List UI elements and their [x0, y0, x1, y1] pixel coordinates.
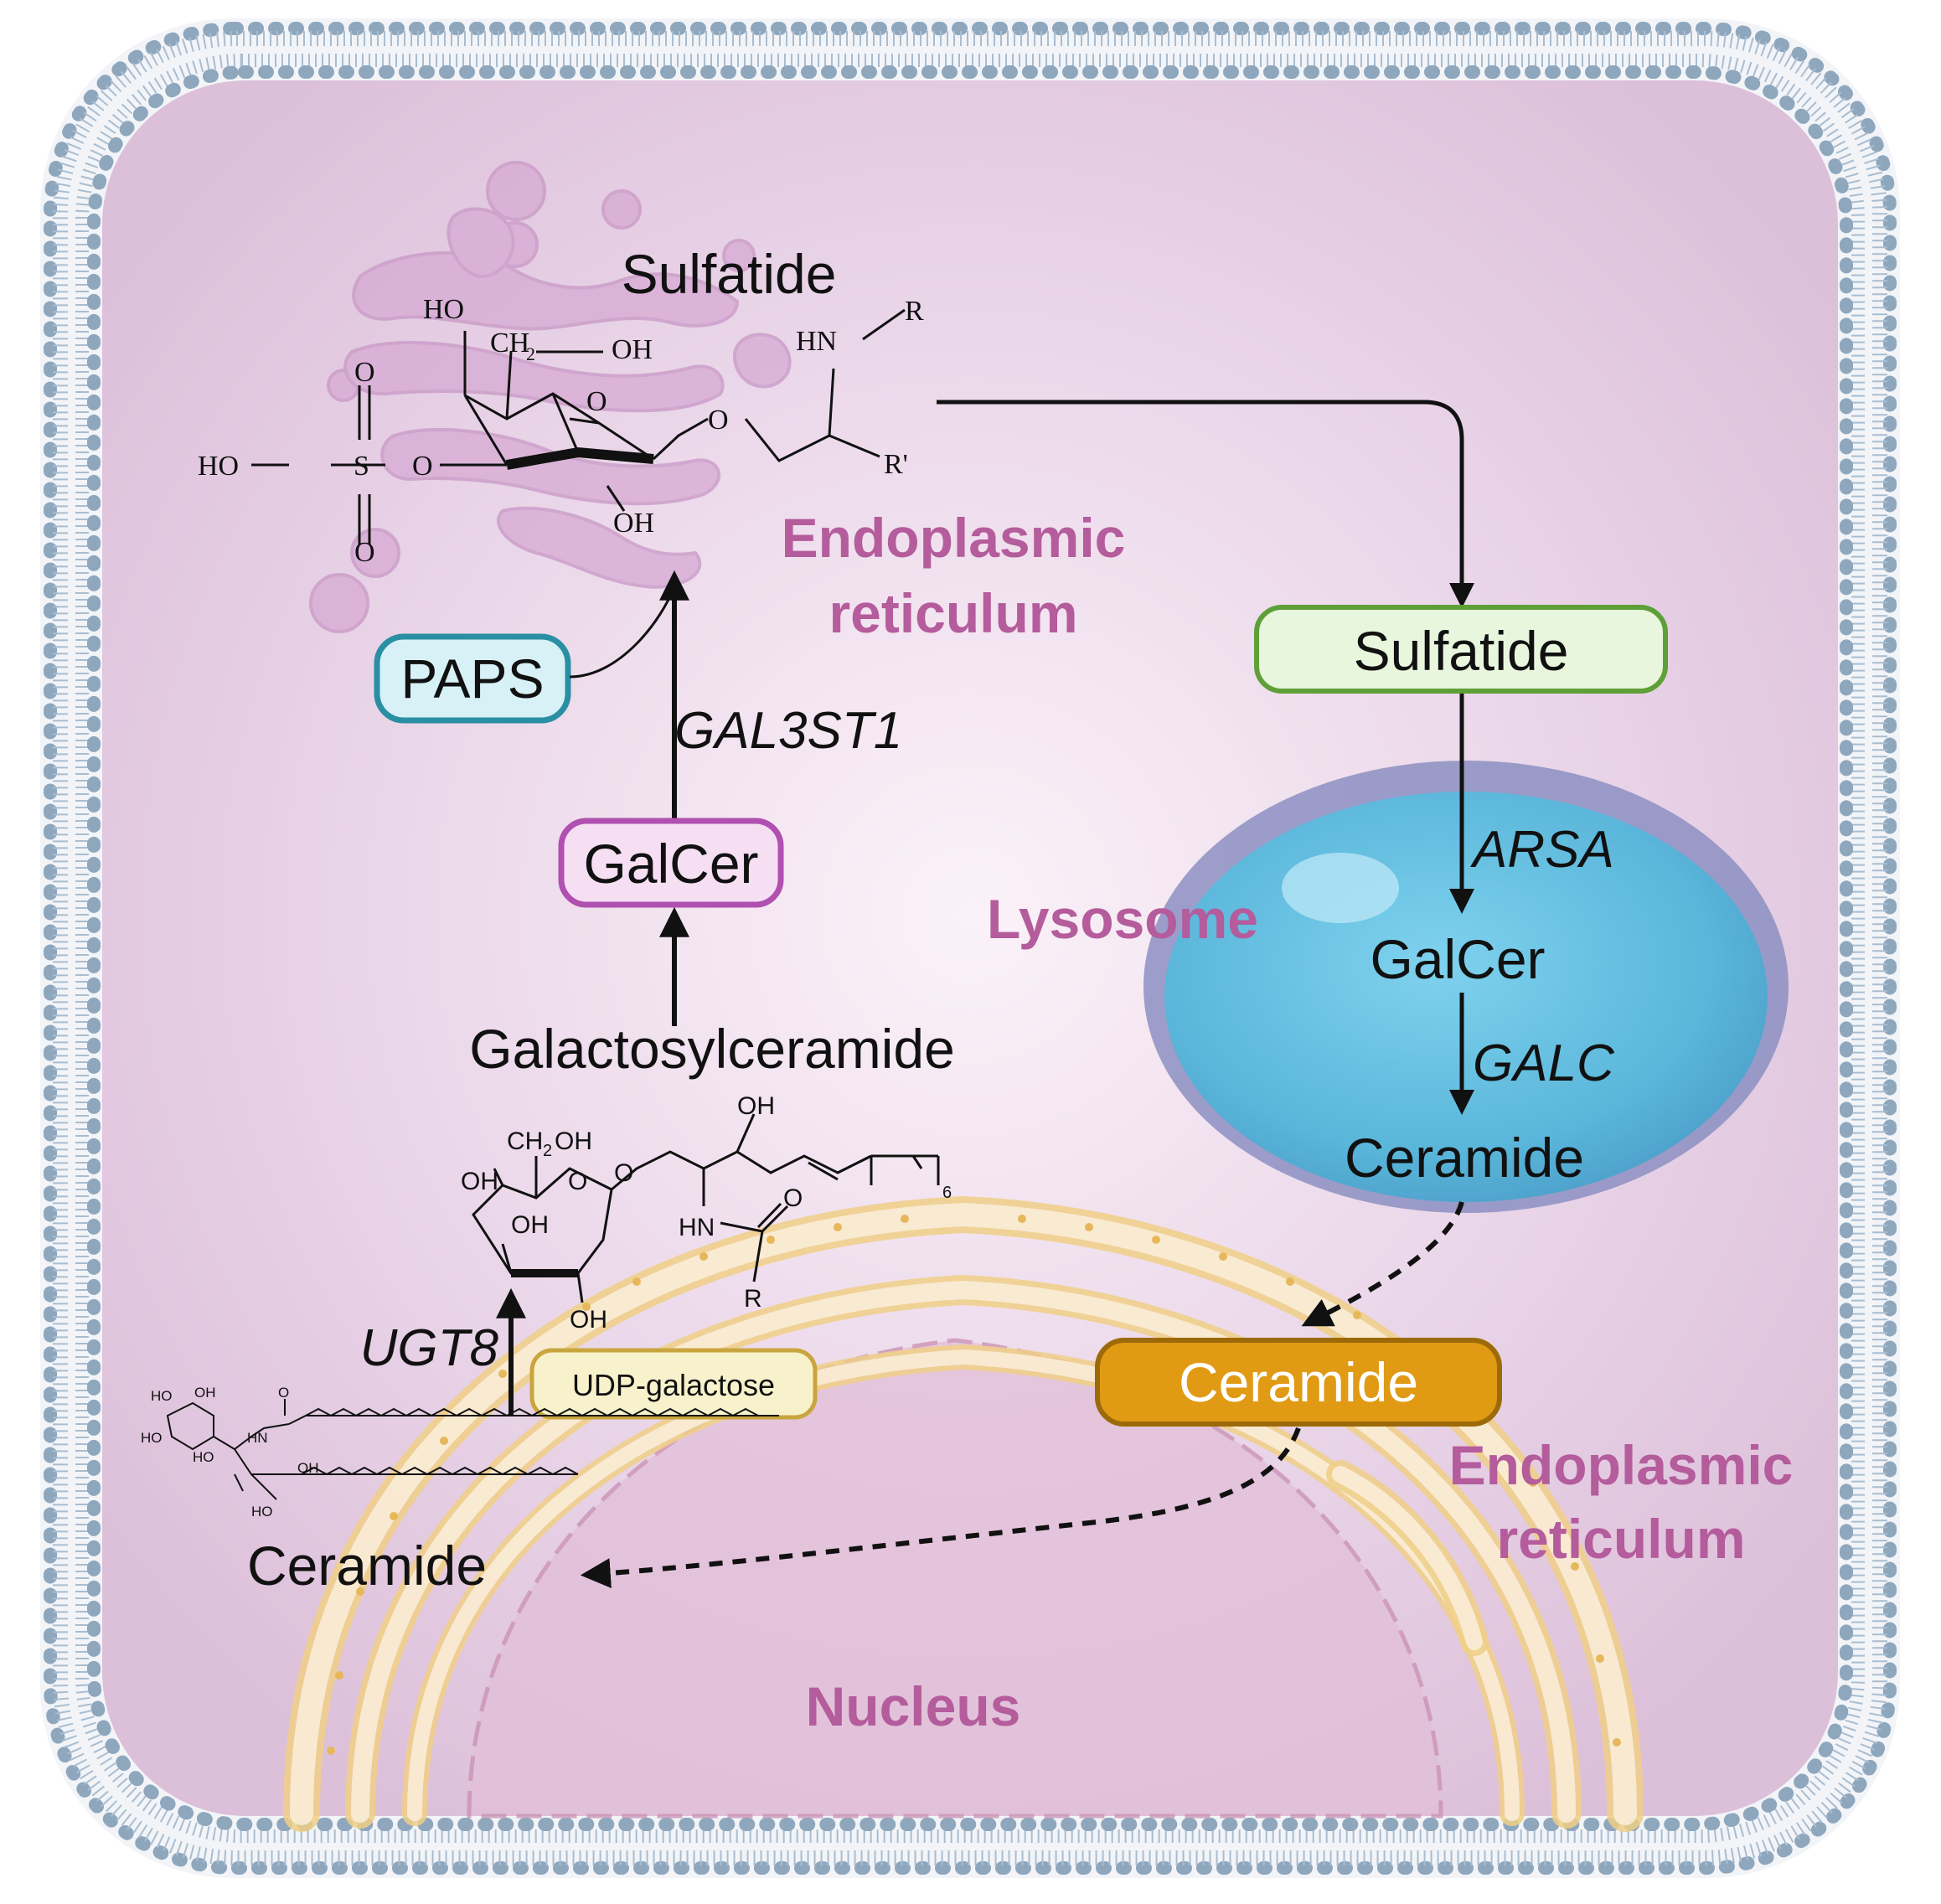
er-label-line2: reticulum [1496, 1508, 1745, 1570]
paps-box[interactable] [374, 633, 571, 724]
sulfatide-o-ring: O [586, 386, 607, 417]
sulfatide-r-prime: R' [884, 449, 908, 480]
galcer-ch2oh-oh: OH [555, 1127, 592, 1155]
sulfatide-box-label: Sulfatide [1354, 620, 1569, 682]
ceramide-ho1: HO [151, 1388, 173, 1404]
galcer-o-ring: O [568, 1168, 587, 1195]
ceramide-structure: HO OH HO HO HN O OH HO [141, 1385, 779, 1520]
golgi-label-line1: Endoplasmic [782, 507, 1126, 569]
ceramide-ho4: HO [251, 1504, 273, 1520]
galcer-oh-top: OH [737, 1092, 775, 1120]
galcer-o-carbonyl: O [783, 1184, 803, 1212]
sulfatide-o-sulf-bottom: O [354, 537, 375, 568]
lysosome-label: Lysosome [987, 888, 1258, 950]
lysosome-to-er-ceramide-arrow [1301, 1201, 1464, 1327]
lysosome-ceramide-label: Ceramide [1345, 1127, 1584, 1189]
udp-galactose-box[interactable] [529, 1348, 818, 1420]
ceramide-structure-title: Ceramide [247, 1535, 487, 1597]
galcer-ch2oh-sub: 2 [543, 1142, 552, 1160]
galcer-oh-mid: OH [511, 1211, 549, 1239]
sulfatide-box[interactable] [1254, 605, 1668, 694]
galcer-box-label: GalCer [583, 833, 758, 895]
galcer-hn: HN [679, 1214, 715, 1241]
sulfatide-oh-bottom: OH [613, 508, 654, 539]
lysosome-galcer-label: GalCer [1370, 928, 1545, 990]
galcer-oh-bottom: OH [570, 1306, 607, 1334]
sulfatide-oh-right: OH [612, 334, 653, 365]
nucleus-organelle [467, 1338, 1443, 1819]
sulfatide-structure-title: Sulfatide [622, 243, 837, 305]
paps-label: PAPS [400, 648, 544, 709]
ceramide-o: O [278, 1385, 289, 1401]
galcer-ch2oh: CH [507, 1127, 543, 1155]
sulfatide-ho-left: HO [198, 451, 239, 482]
ugt8-label: UGT8 [360, 1319, 499, 1377]
sulfatide-o-sulf-top: O [354, 357, 375, 388]
udp-galactose-label: UDP-galactose [572, 1368, 775, 1402]
sulfatide-o-link: O [708, 405, 729, 436]
sulfatide-ch2-sub: 2 [526, 343, 535, 364]
er-label-line1: Endoplasmic [1449, 1434, 1794, 1496]
galcer-box[interactable] [558, 818, 784, 908]
sulfatide-o-ester: O [412, 451, 433, 482]
galcer-o-link: O [614, 1159, 633, 1187]
ceramide-ho2: HO [141, 1430, 163, 1446]
ceramide-box[interactable] [1095, 1338, 1502, 1427]
ceramide-oh1: OH [194, 1385, 216, 1401]
galcer-r: R [744, 1285, 762, 1313]
arsa-label: ARSA [1469, 821, 1614, 879]
golgi-organelle [309, 161, 792, 633]
sulfatide-ho-top: HO [423, 294, 464, 325]
ceramide-oh2: OH [297, 1460, 319, 1476]
sulfatide-r: R [905, 296, 924, 327]
ceramide-hn: HN [247, 1430, 268, 1446]
gal3st1-label: GAL3ST1 [674, 702, 902, 760]
galactosylceramide-structure: CH 2 OH OH OH OH OH O O HN O R 6 [461, 1092, 952, 1334]
sulfatide-ch2: CH [490, 328, 529, 359]
ceramide-ho3: HO [193, 1449, 214, 1465]
galcer-oh-left: OH [461, 1168, 498, 1195]
ceramide-box-label: Ceramide [1179, 1351, 1418, 1413]
sulfatide-hn: HN [796, 326, 837, 357]
galc-label: GALC [1473, 1035, 1615, 1092]
er-organelle [283, 1195, 1644, 1832]
galactosylceramide-structure-title: Galactosylceramide [469, 1018, 955, 1080]
ceramide-recycle-arrow [580, 1427, 1301, 1589]
galcer-repeat-sub: 6 [942, 1184, 952, 1202]
lysosome-organelle [1143, 761, 1789, 1213]
sulfatide-to-lysosome-arrow [937, 400, 1474, 608]
sulfatide-s: S [354, 451, 369, 482]
golgi-label-line2: reticulum [829, 582, 1077, 644]
sulfatide-structure: HO CH 2 OH O O OH HN R R' S O O HO O [198, 294, 924, 568]
nucleus-label: Nucleus [806, 1675, 1021, 1737]
